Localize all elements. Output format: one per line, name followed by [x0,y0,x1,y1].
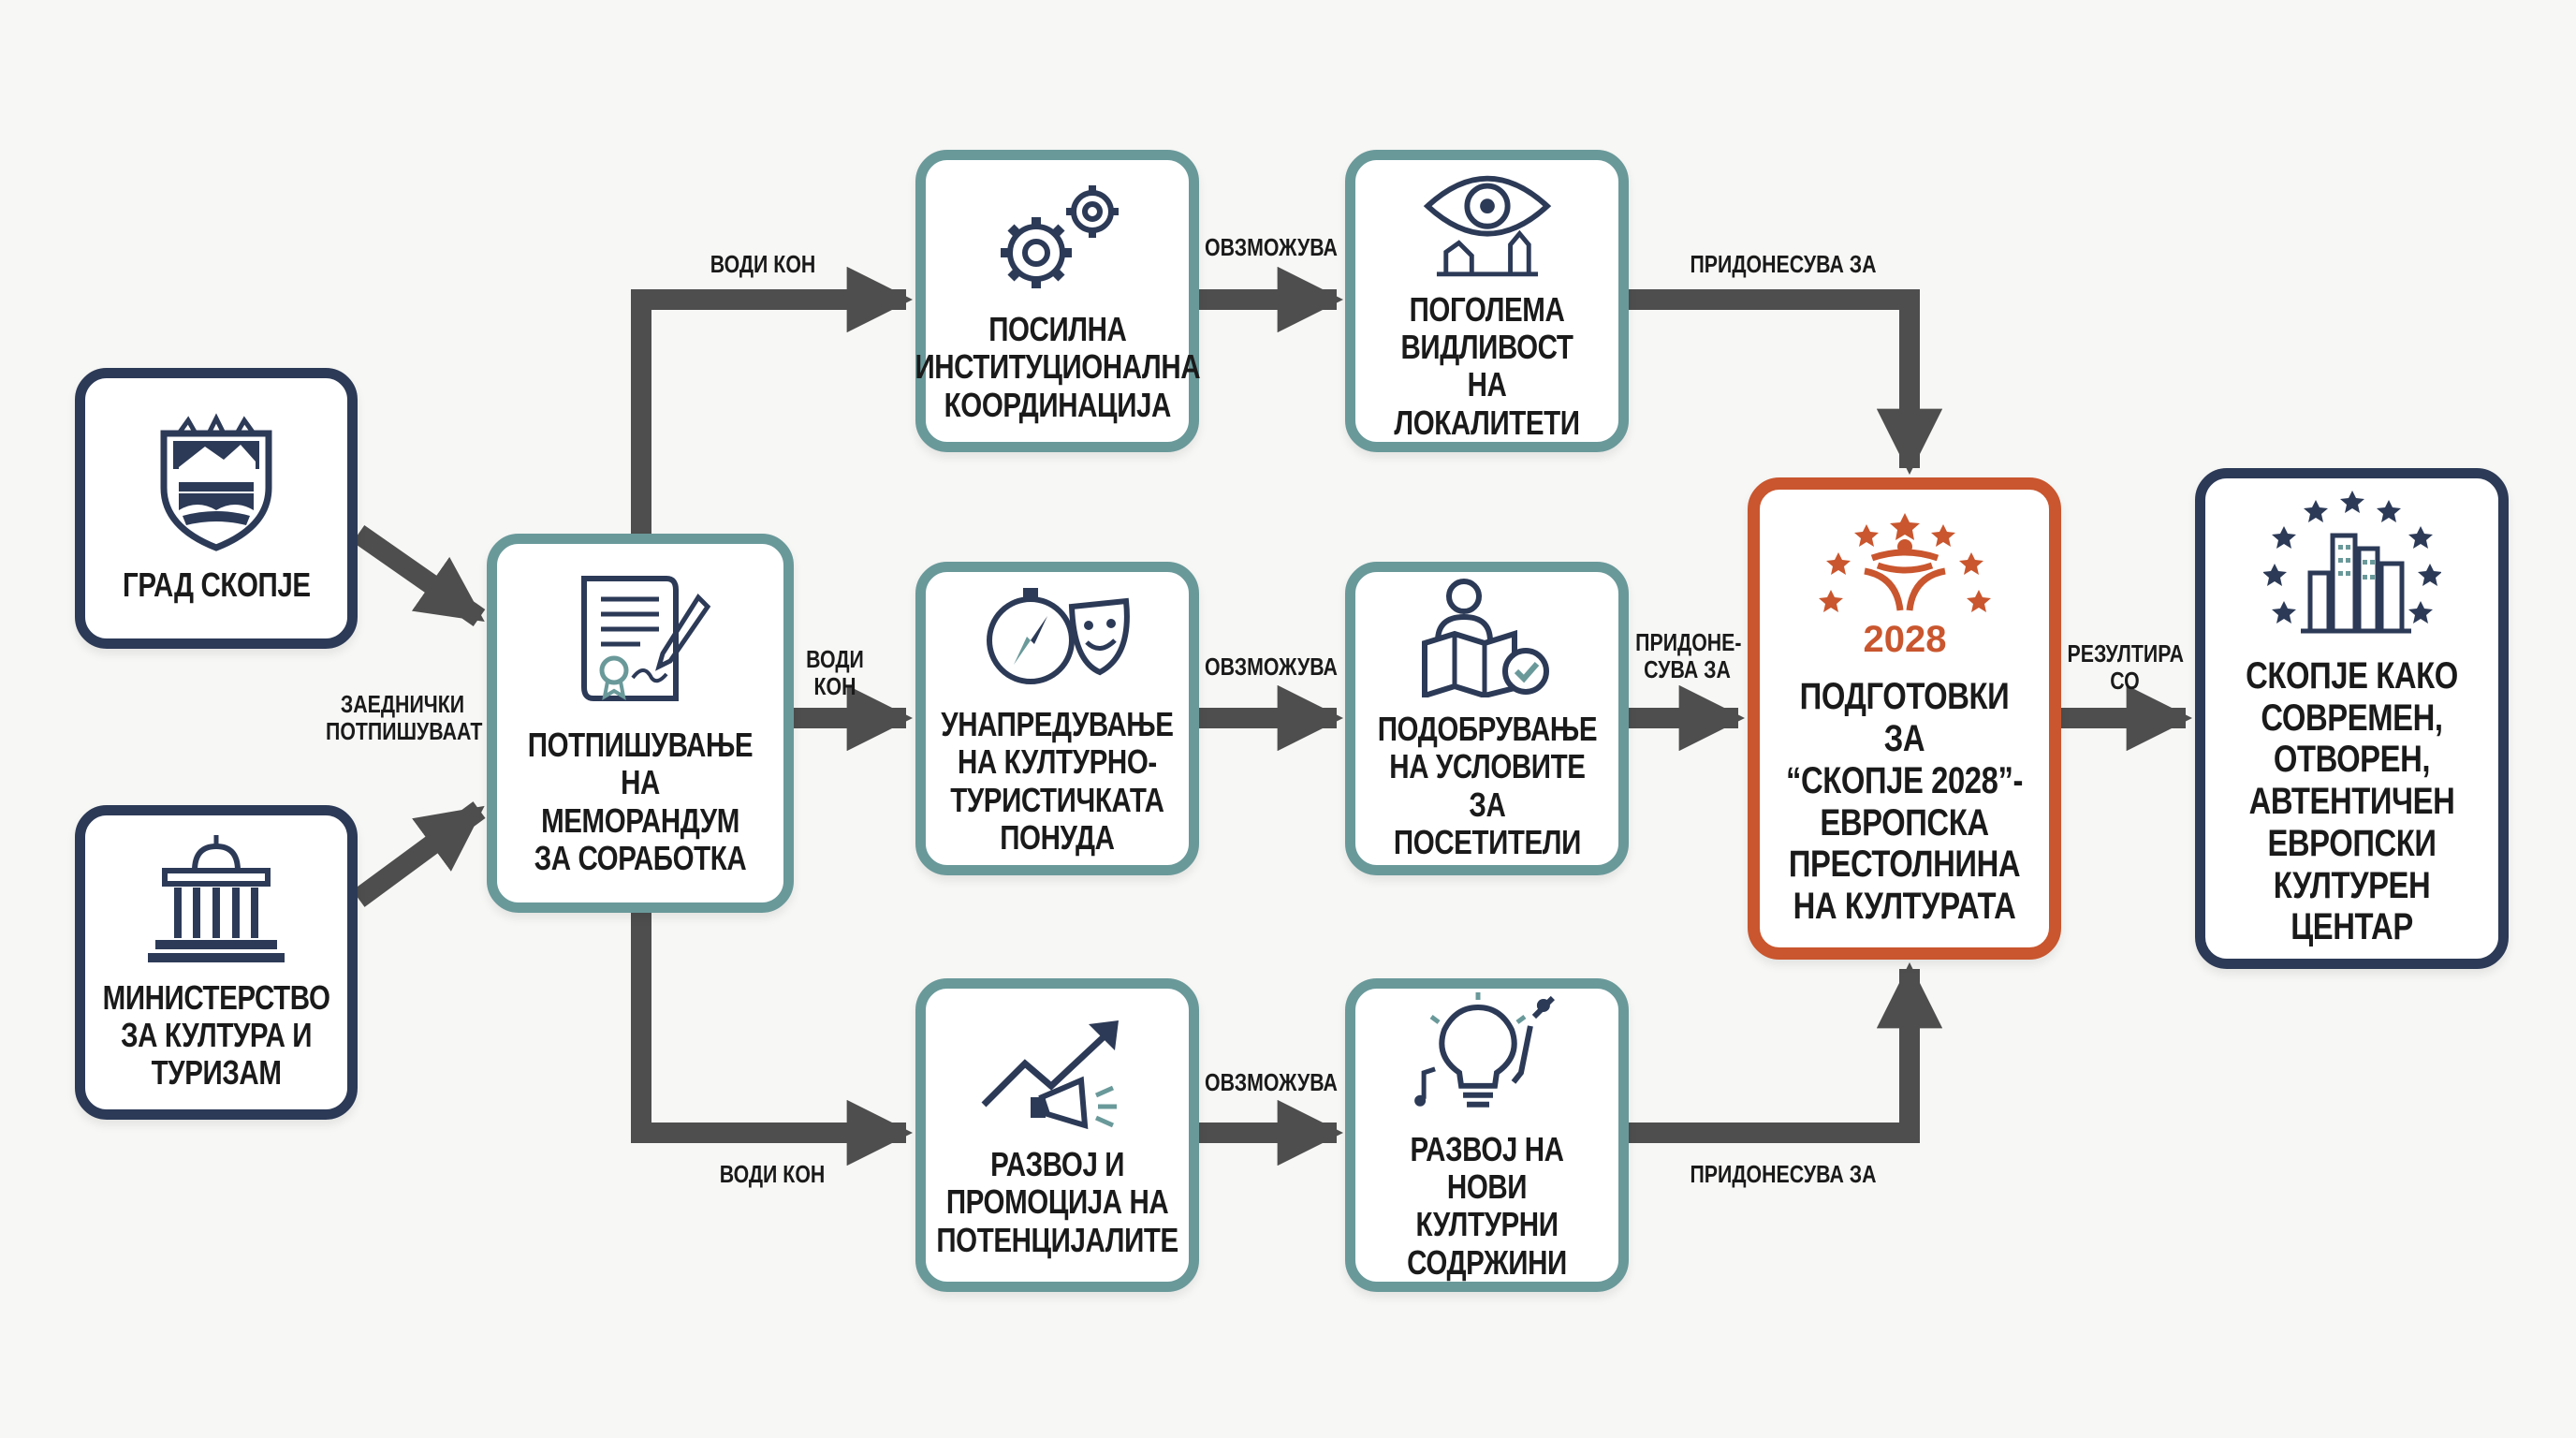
coat-of-arms-icon [160,413,272,551]
node-memorandum-label: ПОТПИШУВАЊЕ НА МЕМОРАНДУМ ЗА СОРАБОТКА [527,725,754,877]
government-building-icon [148,834,285,962]
node-uslovi: ПОДОБРУВАЊЕ НА УСЛОВИТЕ ЗА ПОСЕТИТЕЛИ [1345,562,1629,875]
node-grad-skopje-label: ГРАД СКОПЈЕ [122,565,311,604]
node-vidlivost: ПОГОЛЕМА ВИДЛИВОСТ НА ЛОКАЛИТЕТИ [1345,150,1629,452]
edge-label-vodi-top: ВОДИ КОН [710,250,816,278]
edge-label-prid-bot: ПРИДОНЕСУВА ЗА [1690,1160,1877,1188]
arrow-sodrzini-to-podgotovki [1629,961,1943,1143]
node-ponuda-label: УНАПРЕДУВАЊЕ НА КУЛТУРНО- ТУРИСТИЧКАТА П… [941,704,1174,857]
skopje-2028-logo-icon: 2028 [1818,513,1991,659]
node-sodrzini-label: РАЗВОЈ НА НОВИ КУЛТУРНИ СОДРЖИНИ [1407,1129,1567,1282]
node-podgotovki: 2028 ПОДГОТОВКИ ЗА “СКОПЈЕ 2028”- ЕВРОПС… [1748,477,2061,960]
eye-landmark-icon [1423,175,1551,277]
arrow-memorandum-to-potencijali [631,913,914,1167]
arrow-ministerstvo-to-memorandum [352,801,486,907]
arrow-grad-to-memorandum [352,524,486,627]
node-potencijali-label: РАЗВОЈ И ПРОМОЦИЈА НА ПОТЕНЦИЈАЛИТЕ [936,1145,1178,1259]
node-potencijali: РАЗВОЈ И ПРОМОЦИЈА НА ПОТЕНЦИЈАЛИТЕ [915,978,1199,1292]
node-ponuda: УНАПРЕДУВАЊЕ НА КУЛТУРНО- ТУРИСТИЧКАТА П… [915,562,1199,875]
signed-document-icon [581,575,711,701]
visitor-map-icon [1421,578,1549,697]
node-centar-label: СКОПЈЕ КАКО СОВРЕМЕН, ОТВОРЕН, АВТЕНТИЧЕ… [2246,654,2458,948]
node-uslovi-label: ПОДОБРУВАЊЕ НА УСЛОВИТЕ ЗА ПОСЕТИТЕЛИ [1377,709,1597,861]
arrow-vidlivost-to-podgotovki [1629,289,1943,476]
european-city-icon [2262,490,2441,634]
growth-megaphone-icon [981,1020,1119,1130]
lightbulb-music-icon [1413,991,1555,1108]
gears-icon [1000,185,1119,289]
node-koordinacija-label: ПОСИЛНА ИНСТИТУЦИОНАЛНА КООРДИНАЦИЈА [915,310,1200,424]
edge-label-zaednicki: ЗАЕДНИЧКИ ПОТПИШУВААТ [326,690,483,746]
edge-label-ovoz-bot: ОВЗМОЖУВА [1205,1068,1338,1096]
compass-theatre-masks-icon [986,587,1130,684]
arrow-memorandum-to-koordinacija [631,266,914,534]
node-memorandum: ПОТПИШУВАЊЕ НА МЕМОРАНДУМ ЗА СОРАБОТКА [487,534,794,913]
node-ministerstvo-label: МИНИСТЕРСТВО ЗА КУЛТУРА И ТУРИЗАМ [102,977,330,1093]
logo-stars [1818,513,1991,613]
node-podgotovki-label: ПОДГОТОВКИ ЗА “СКОПЈЕ 2028”- ЕВРОПСКА ПР… [1786,676,2023,928]
edge-label-ovoz-mid: ОВЗМОЖУВА [1205,653,1338,681]
node-grad-skopje: ГРАД СКОПЈЕ [75,368,358,649]
node-ministerstvo: МИНИСТЕРСТВО ЗА КУЛТУРА И ТУРИЗАМ [75,805,358,1120]
logo-year: 2028 [1863,619,1946,659]
node-koordinacija: ПОСИЛНА ИНСТИТУЦИОНАЛНА КООРДИНАЦИЈА [915,150,1200,452]
edge-label-prid-top: ПРИДОНЕСУВА ЗА [1690,250,1877,278]
edge-label-prid-mid: ПРИДОНЕ- СУВА ЗА [1635,628,1742,684]
node-sodrzini: РАЗВОЈ НА НОВИ КУЛТУРНИ СОДРЖИНИ [1345,978,1629,1292]
edge-label-ovoz-top: ОВЗМОЖУВА [1205,233,1338,261]
edge-label-vodi-mid: ВОДИ КОН [806,645,864,701]
node-centar: СКОПЈЕ КАКО СОВРЕМЕН, ОТВОРЕН, АВТЕНТИЧЕ… [2195,468,2509,969]
node-vidlivost-label: ПОГОЛЕМА ВИДЛИВОСТ НА ЛОКАЛИТЕТИ [1394,289,1580,442]
edge-label-rezultira: РЕЗУЛТИРА СО [2067,639,2184,696]
edge-label-vodi-bot: ВОДИ КОН [719,1160,826,1188]
